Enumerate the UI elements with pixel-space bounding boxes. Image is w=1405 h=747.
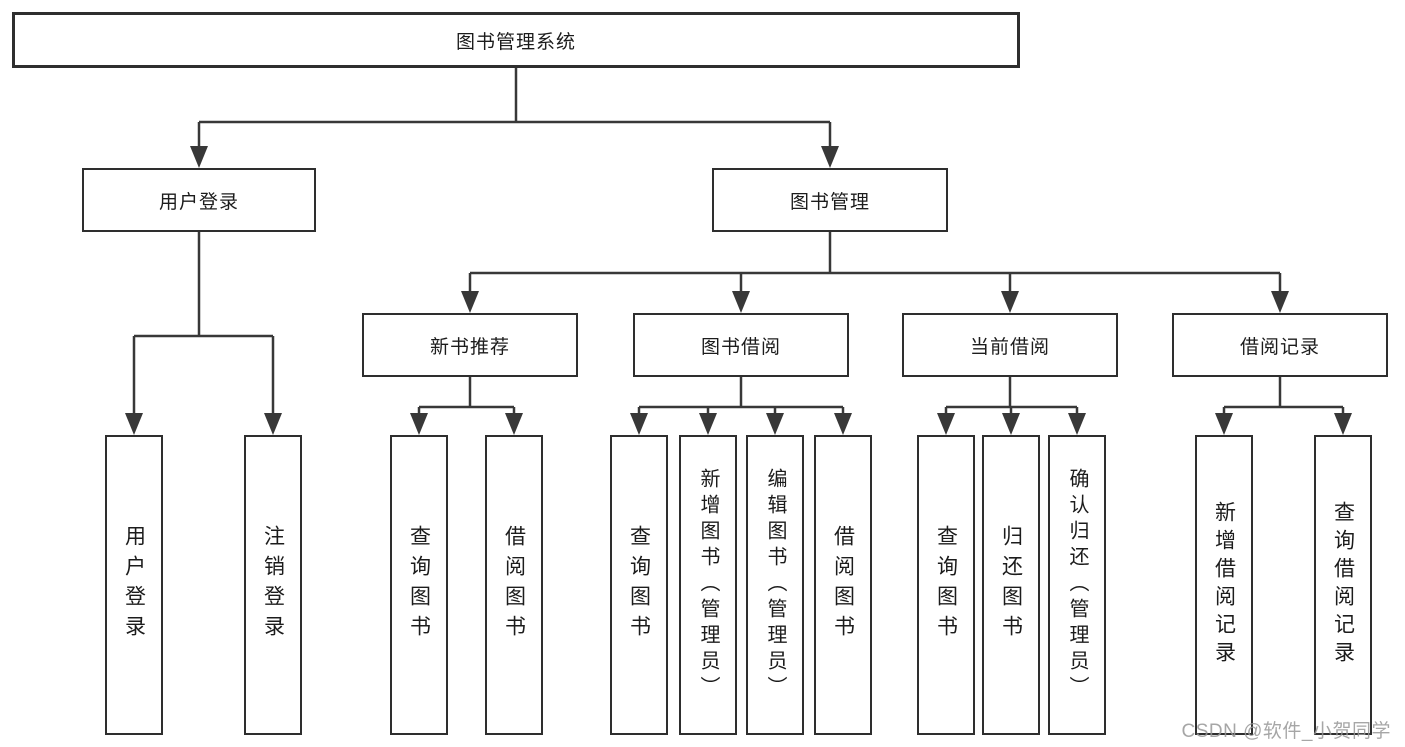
leaf-label: 借阅图书 — [831, 525, 855, 645]
leaf-label: 归还图书 — [999, 525, 1023, 645]
leaf-query-books-3: 查询图书 — [917, 435, 975, 735]
leaf-return-books: 归还图书 — [982, 435, 1040, 735]
leaf-edit-books-admin: 编辑图书（管理员） — [746, 435, 804, 735]
leaf-query-books-2: 查询图书 — [610, 435, 668, 735]
node-book-borrow: 图书借阅 — [633, 313, 849, 377]
leaf-label: 注销登录 — [261, 525, 285, 645]
node-user-login: 用户登录 — [82, 168, 316, 232]
node-label: 图书管理系统 — [455, 31, 576, 53]
leaf-label: 查询借阅记录 — [1331, 501, 1355, 669]
node-root-system: 图书管理系统 — [12, 12, 1020, 68]
csdn-watermark: CSDN @软件_小贺同学 — [1181, 721, 1391, 742]
leaf-label: 查询图书 — [934, 525, 958, 645]
leaf-label: 查询图书 — [627, 525, 651, 645]
leaf-label: 新增借阅记录 — [1212, 501, 1236, 669]
node-current-borrow: 当前借阅 — [902, 313, 1118, 377]
node-label: 借阅记录 — [1239, 336, 1320, 358]
leaf-query-borrow-record: 查询借阅记录 — [1314, 435, 1372, 735]
leaf-borrow-books-2: 借阅图书 — [814, 435, 872, 735]
leaf-add-books-admin: 新增图书（管理员） — [679, 435, 737, 735]
leaf-add-borrow-record: 新增借阅记录 — [1195, 435, 1253, 735]
node-borrow-records: 借阅记录 — [1172, 313, 1388, 377]
node-label: 图书管理 — [789, 191, 870, 213]
leaf-query-books-1: 查询图书 — [390, 435, 448, 735]
node-new-book-recommend: 新书推荐 — [362, 313, 578, 377]
node-book-management: 图书管理 — [712, 168, 948, 232]
node-label: 图书借阅 — [700, 336, 781, 358]
node-label: 用户登录 — [158, 191, 239, 213]
leaf-user-login: 用户登录 — [105, 435, 163, 735]
leaf-borrow-books-1: 借阅图书 — [485, 435, 543, 735]
leaf-label: 借阅图书 — [502, 525, 526, 645]
leaf-label: 查询图书 — [407, 525, 431, 645]
leaf-label: 确认归还（管理员） — [1066, 468, 1088, 702]
node-label: 新书推荐 — [429, 336, 510, 358]
leaf-label: 编辑图书（管理员） — [764, 468, 786, 702]
leaf-confirm-return-admin: 确认归还（管理员） — [1048, 435, 1106, 735]
leaf-label: 新增图书（管理员） — [697, 468, 719, 702]
node-label: 当前借阅 — [969, 336, 1050, 358]
leaf-label: 用户登录 — [122, 525, 146, 645]
leaf-logout: 注销登录 — [244, 435, 302, 735]
